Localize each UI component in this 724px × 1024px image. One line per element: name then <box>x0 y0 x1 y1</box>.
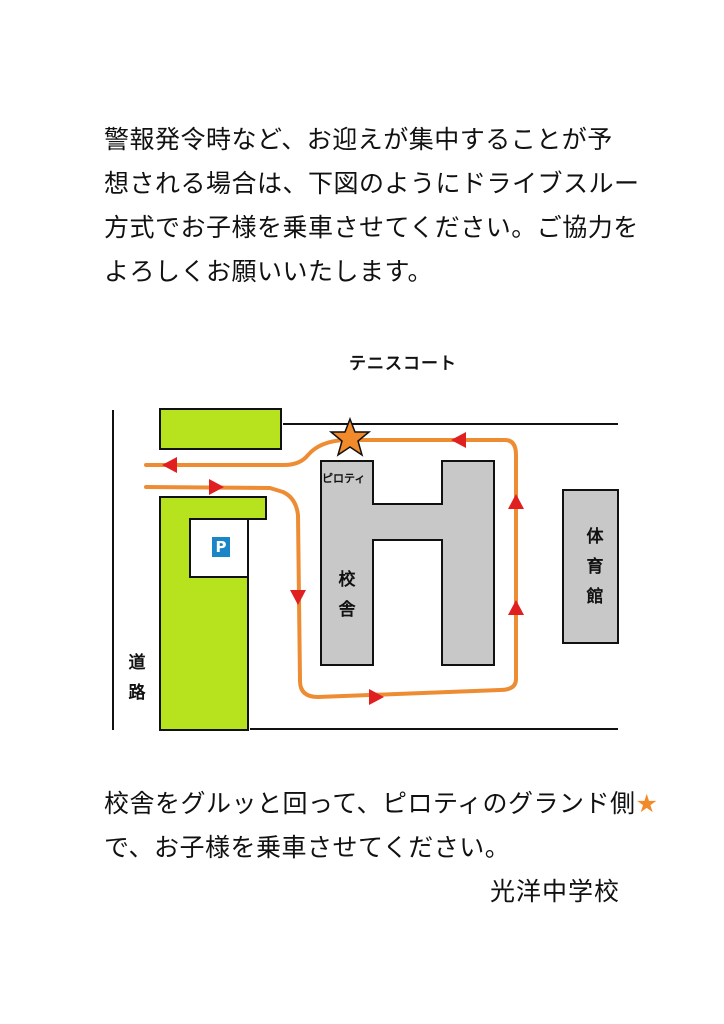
outro-paragraph: 校舎をグルッと回って、ピロティのグランド側★ で、お子様を乗車させてください。 <box>104 782 658 870</box>
gymnasium <box>562 489 619 644</box>
arrow-up <box>508 494 524 509</box>
pickup-star-icon <box>328 416 372 457</box>
green-area-left <box>159 496 267 731</box>
gymnasium-label: 体育館 <box>584 522 606 612</box>
school-building <box>320 460 495 666</box>
intro-line: 警報発令時など、お迎えが集中することが予 <box>104 125 613 154</box>
parking-icon: P <box>212 537 230 557</box>
green-area-top <box>159 408 282 450</box>
arrow-down <box>290 590 306 605</box>
intro-line: 想される場合は、下図のようにドライブスルー <box>104 169 640 198</box>
school-building-label: 校舎 <box>336 565 358 625</box>
arrow-right <box>209 479 224 495</box>
school-building-text: 校舎 <box>338 570 356 620</box>
route-exit <box>144 438 518 699</box>
arrow-left <box>162 457 177 473</box>
intro-paragraph: 警報発令時など、お迎えが集中することが予 想される場合は、下図のようにドライブス… <box>104 118 640 294</box>
school-name: 光洋中学校 <box>489 877 620 906</box>
arrow-up <box>508 600 524 615</box>
intro-line: よろしくお願いいたします。 <box>104 257 434 286</box>
gymnasium-text: 体育館 <box>586 527 604 607</box>
outro-line-1: 校舎をグルッと回って、ピロティのグランド側 <box>104 789 636 818</box>
outro-line: 校舎をグルッと回って、ピロティのグランド側★ <box>104 782 658 826</box>
arrow-right <box>369 689 384 705</box>
pilotis-label: ピロティ <box>322 472 366 485</box>
intro-line: 方式でお子様を乗車させてください。ご協力を <box>104 213 639 242</box>
tennis-court-label: テニスコート <box>349 354 457 374</box>
arrow-left <box>451 432 466 448</box>
road-text: 道路 <box>128 653 146 703</box>
outro-line: で、お子様を乗車させてください。 <box>104 833 511 862</box>
star-icon: ★ <box>635 789 659 818</box>
road-label: 道路 <box>126 648 148 708</box>
